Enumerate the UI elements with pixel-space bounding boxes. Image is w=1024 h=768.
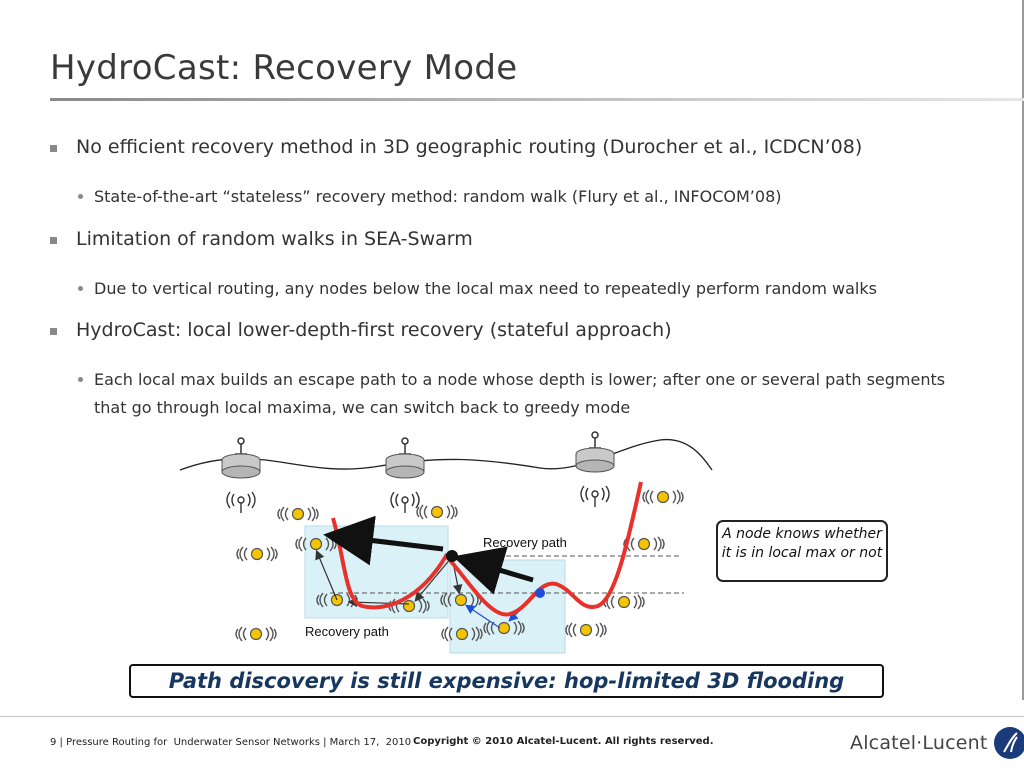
escape-path-arrow: [452, 546, 534, 595]
bullet-text: Limitation of random walks in SEA-Swarm: [76, 228, 473, 250]
conclusion-banner: Path discovery is still expensive: hop-l…: [129, 664, 884, 698]
slide-title: HydroCast: Recovery Mode: [50, 48, 518, 88]
square-bullet-icon: [50, 328, 57, 335]
dot-bullet-icon: [78, 377, 83, 382]
blue-arrow: [465, 604, 501, 629]
callout-box: A node knows whether it is in local max …: [716, 520, 888, 582]
square-bullet-icon: [50, 237, 57, 244]
antenna-icon: [580, 485, 610, 508]
square-bullet-icon: [50, 145, 57, 152]
sea-surface-line: [179, 438, 713, 471]
sensor-node-icon: [235, 626, 277, 642]
antenna-icon: [226, 491, 256, 514]
sensor-node-icon: [277, 506, 319, 522]
recovery-arrow: [315, 549, 338, 601]
buoy-icon: [385, 437, 425, 479]
footer-copyright: Copyright © 2010 Alcatel-Lucent. All rig…: [413, 736, 714, 747]
recovery-arrow: [414, 556, 453, 602]
buoy-icon: [575, 431, 615, 473]
footer-page-info: 9 | Pressure Routing for Underwater Sens…: [50, 737, 412, 748]
slide-right-edge: [1022, 0, 1024, 700]
footer-rule: [0, 716, 1024, 717]
local-max-node: [446, 550, 458, 562]
sensor-node-icon: [565, 622, 607, 638]
packet-route-path: [331, 481, 643, 617]
dot-bullet-icon: [78, 286, 83, 291]
buoy-icon: [221, 437, 261, 479]
sensor-node-icon: [623, 536, 665, 552]
source-node: [535, 588, 545, 598]
bullet-text: Due to vertical routing, any nodes below…: [94, 279, 877, 298]
bullet-text: HydroCast: local lower-depth-first recov…: [76, 319, 672, 341]
bullet-text: Each local max builds an escape path to …: [94, 370, 946, 417]
antenna-icon: [390, 491, 420, 514]
dot-bullet-icon: [78, 194, 83, 199]
recovery-path-label-bottom: Recovery path: [305, 624, 389, 639]
logo-text: Alcatel·Lucent: [850, 732, 988, 754]
recovery-path-label-top: Recovery path: [483, 535, 567, 550]
title-rule: [50, 98, 1024, 101]
bullet-text: State-of-the-art “stateless” recovery me…: [94, 187, 782, 206]
bullet-text: No efficient recovery method in 3D geogr…: [76, 136, 863, 158]
escape-path-arrow: [323, 515, 444, 566]
company-logo: Alcatel·Lucent: [850, 726, 1024, 760]
logo-swirl: [1002, 732, 1018, 753]
sensor-node-icon: [236, 546, 278, 562]
sensor-node-icon: [416, 504, 458, 520]
sensor-node-icon: [642, 489, 684, 505]
sensor-node-icon: [603, 594, 645, 610]
alcatel-lucent-logo-icon: [993, 727, 1024, 759]
